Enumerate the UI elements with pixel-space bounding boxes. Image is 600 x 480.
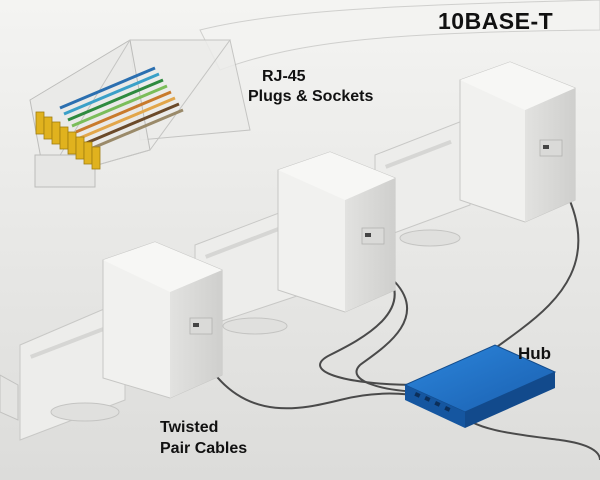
cable-icon [355,281,431,393]
plugs-sockets-label: Plugs & Sockets [248,88,374,105]
cable-icon [319,267,421,386]
rj45-plug-icon [29,0,600,188]
rj45-label: RJ-45 [262,68,306,85]
hub-label: Hub [518,344,552,363]
computer-icon [19,241,223,441]
computer-icon [374,61,576,247]
twisted-label: Twisted [160,419,219,436]
hub-icon [403,344,557,428]
cable-icon [212,371,426,410]
diagram-title: 10BASE-T [438,8,554,34]
computer-icon [194,151,396,335]
rj45-contacts [35,111,101,170]
keyboard-icon [0,374,19,421]
rj45-wires [59,66,184,152]
pair-cables-label: Pair Cables [160,440,248,457]
